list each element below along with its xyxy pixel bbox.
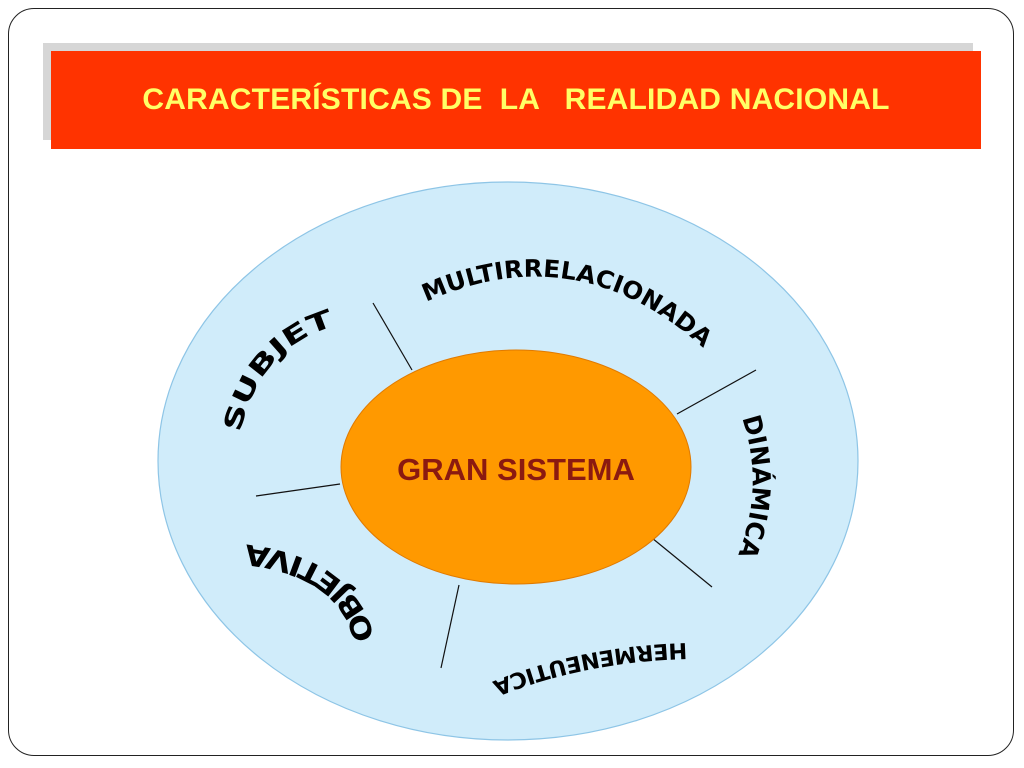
divider-line [440, 584, 460, 669]
slide-title: CARACTERÍSTICAS DE LA REALIDAD NACIONAL [142, 83, 890, 116]
title-bar: CARACTERÍSTICAS DE LA REALIDAD NACIONAL [51, 51, 981, 149]
divider-line [255, 483, 341, 497]
inner-ellipse [340, 349, 692, 585]
divider-line [676, 369, 757, 415]
center-label: GRAN SISTEMA [397, 452, 635, 487]
divider-line [372, 302, 413, 371]
divider-line [651, 537, 713, 588]
